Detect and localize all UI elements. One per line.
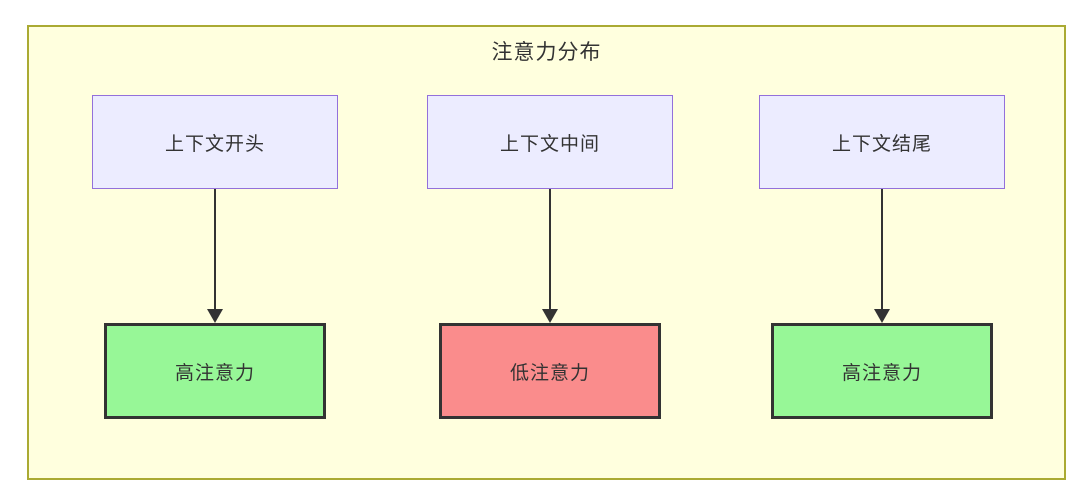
- node-context-end: 上下文结尾: [759, 95, 1005, 189]
- node-context-beginning: 上下文开头: [92, 95, 338, 189]
- node-high-attention-left: 高注意力: [104, 323, 326, 419]
- node-high-attention-right: 高注意力: [771, 323, 993, 419]
- node-low-attention-middle: 低注意力: [439, 323, 661, 419]
- arrow-down-icon: [207, 189, 223, 323]
- arrow-down-icon: [542, 189, 558, 323]
- node-context-middle: 上下文中间: [427, 95, 673, 189]
- arrow-down-icon: [874, 189, 890, 323]
- cluster-title: 注意力分布: [491, 41, 602, 64]
- attention-distribution-cluster: 注意力分布 上下文开头 上下文中间 上下文结尾 高注意力 低注意力 高注意力: [27, 25, 1066, 480]
